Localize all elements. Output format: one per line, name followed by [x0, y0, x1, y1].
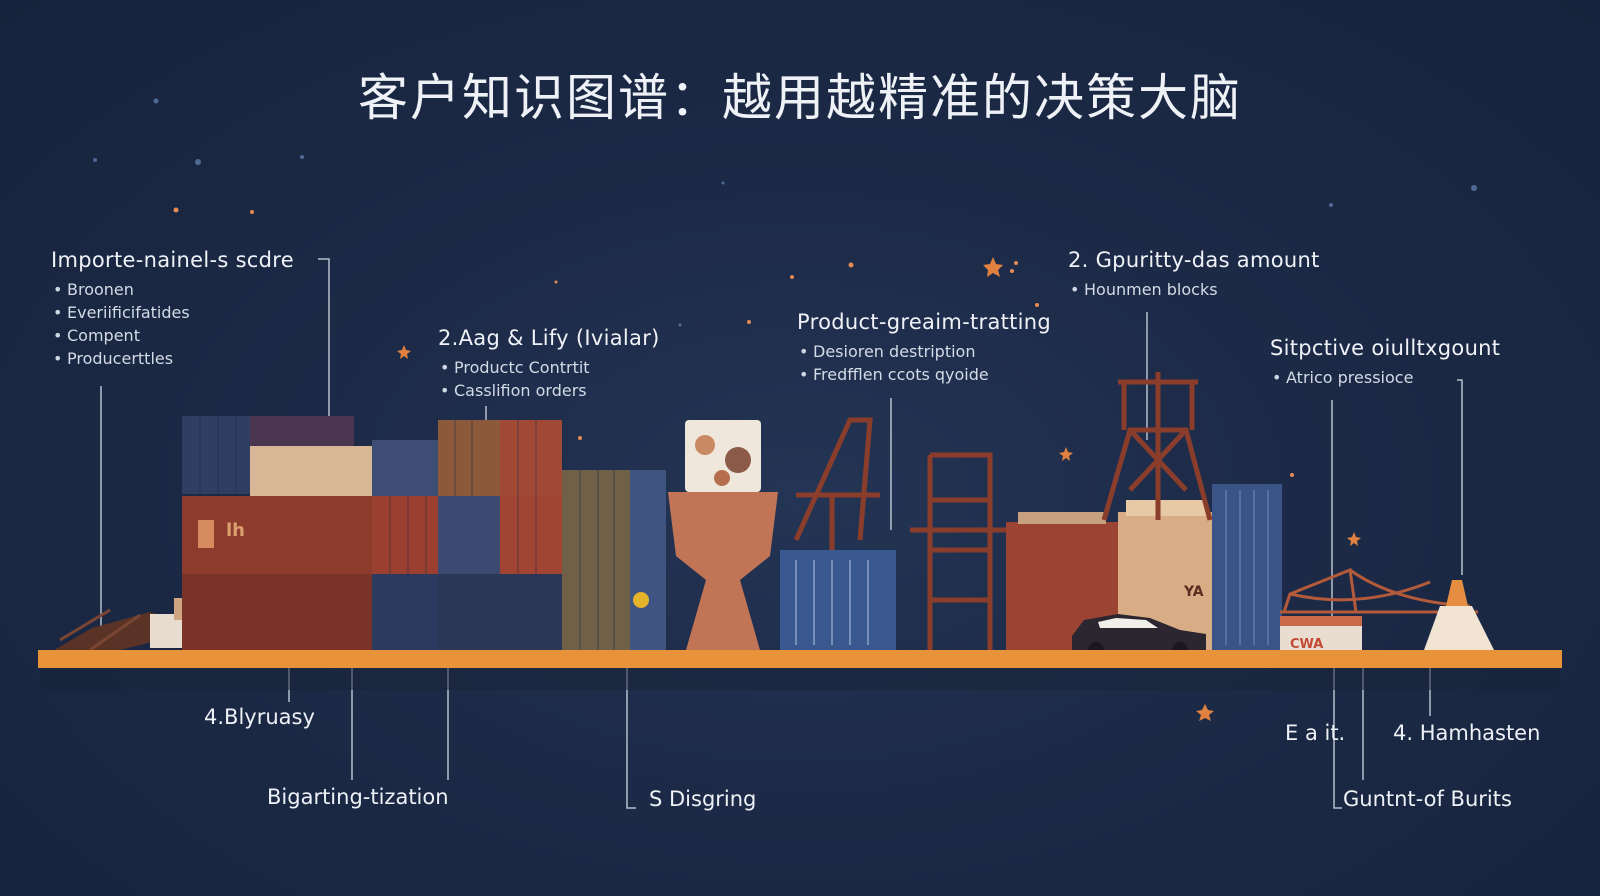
page-title: 客户知识图谱：越用越精准的决策大脑	[358, 69, 1242, 127]
svg-text:CWA: CWA	[1290, 637, 1323, 652]
svg-text:lh: lh	[226, 520, 245, 541]
sparkle-stars	[397, 257, 1361, 721]
bottom-label: 4.Blyruasy	[204, 705, 315, 729]
svg-text:YA: YA	[1183, 584, 1204, 600]
annotation-heading: Product-greaim-tratting	[797, 310, 1052, 334]
ground-band	[38, 650, 1562, 690]
annotation-quantity: 2. Gpuritty-das amount Hounmen blocks	[1068, 248, 1320, 301]
annotation-heading: Importe-nainel-s scdre	[51, 248, 294, 272]
annotation-bullet: Productc Contrtit	[438, 356, 660, 379]
annotation-bullet: Atrico pressioce	[1270, 366, 1500, 389]
blue-container-block	[780, 550, 896, 650]
annotation-bullet: Fredfflen ccots qyoide	[797, 363, 1051, 386]
annotation-heading: Sitpctive oiulltxgount	[1270, 336, 1501, 360]
annotation-selective: Sitpctive oiulltxgount Atrico pressioce	[1270, 336, 1500, 389]
annotation-heading: 2.Aag & Lify (Ivialar)	[438, 326, 660, 350]
container-stack-left: lh	[182, 416, 666, 650]
bottom-label: Guntnt-of Burits	[1343, 787, 1512, 811]
bottom-label: Bigarting-tization	[267, 785, 449, 809]
tower-crane	[1101, 372, 1213, 521]
annotation-product: Product-greaim-tratting Desioren destrip…	[797, 310, 1051, 386]
annotation-bullet: Everiificifatides	[51, 301, 294, 324]
annotation-aag-lify: 2.Aag & Lify (Ivialar) Productc Contrtit…	[438, 326, 660, 402]
bottom-label: S Disgring	[649, 787, 757, 811]
bottom-label: 4. Hamhasten	[1393, 721, 1541, 745]
annotation-heading: 2. Gpuritty-das amount	[1068, 248, 1320, 272]
annotation-bullet: Casslifion orders	[438, 379, 660, 402]
lighthouse	[1424, 580, 1494, 650]
annotation-bullet: Compent	[51, 324, 294, 347]
crane-cluster	[793, 417, 1010, 650]
annotation-bullet: Desioren destription	[797, 340, 1051, 363]
bottom-label: E a it.	[1285, 721, 1346, 745]
annotation-bullet: Producerttles	[51, 347, 294, 370]
annotation-bullet: Broonen	[51, 278, 294, 301]
star-field-blue	[93, 98, 1477, 327]
star-field	[173, 207, 1294, 477]
central-pedestal	[668, 420, 778, 650]
annotation-bullet: Hounmen blocks	[1068, 278, 1320, 301]
annotation-importance-score: Importe-nainel-s scdre Broonen Everiific…	[51, 248, 294, 370]
